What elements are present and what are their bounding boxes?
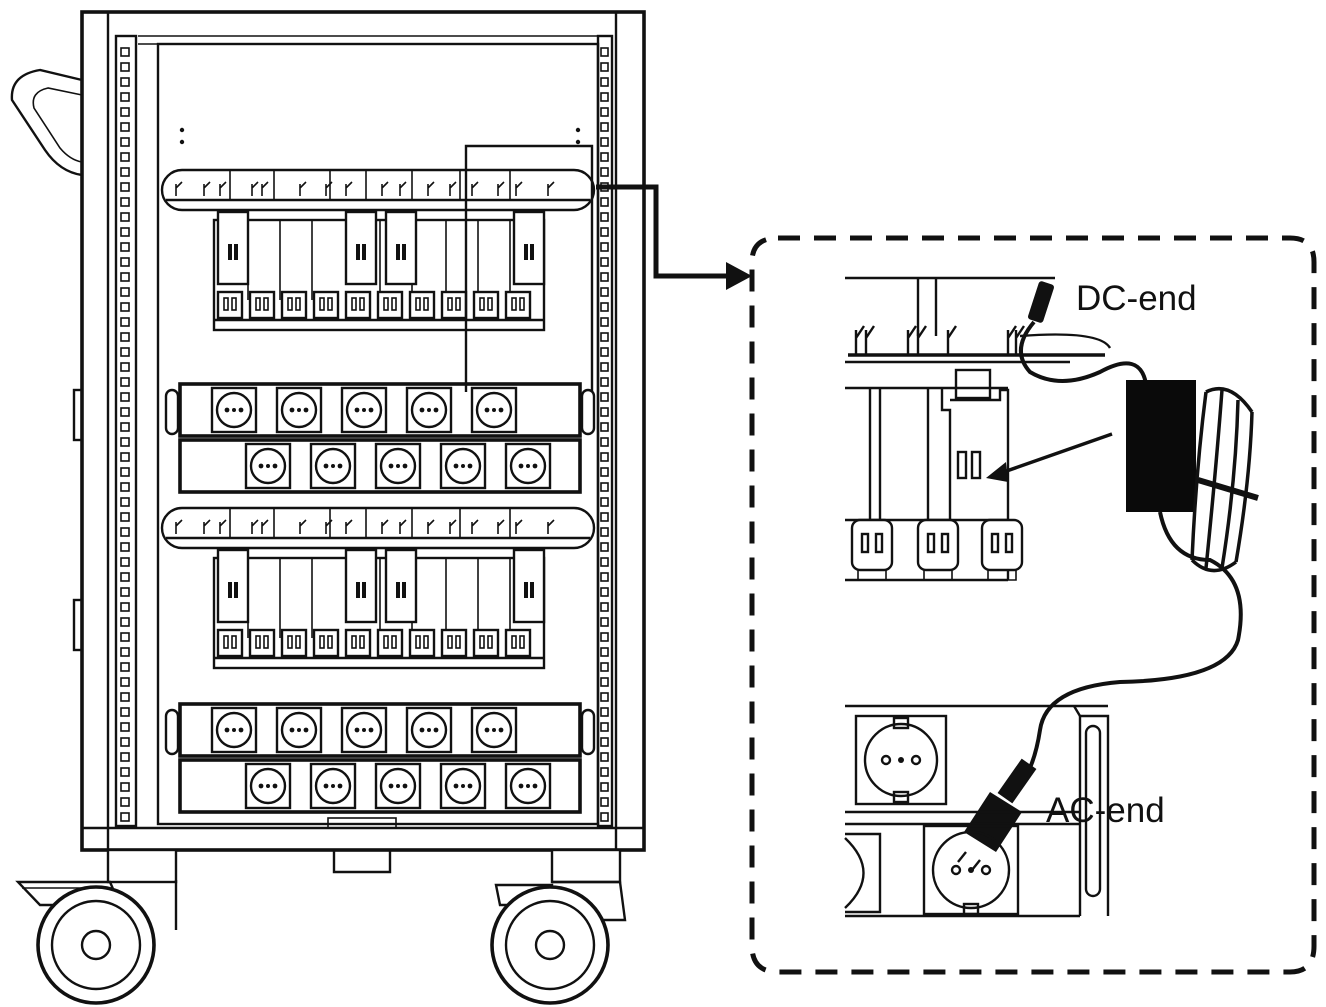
power-strip-upper-b xyxy=(178,438,582,494)
ac-end-label: AC-end xyxy=(1046,791,1165,830)
dc-plug xyxy=(1027,281,1055,323)
adapter-holder-row-middle xyxy=(212,548,546,670)
power-strip-upper-a xyxy=(164,382,596,438)
detail-adapter-holder xyxy=(845,276,1113,582)
charging-cart xyxy=(10,10,646,1005)
caster-right xyxy=(490,848,627,1005)
detail-socket-lower xyxy=(922,824,1020,916)
back-panel xyxy=(156,42,600,826)
detail-socket-upper xyxy=(854,714,948,806)
power-strip-lower-b xyxy=(178,758,582,814)
dc-cable xyxy=(1019,320,1148,385)
power-strip-lower-a xyxy=(164,702,596,758)
cart-handle xyxy=(10,68,83,177)
power-adapter xyxy=(957,281,1259,871)
dc-end-label: DC-end xyxy=(1076,279,1197,318)
cable-tray-top xyxy=(160,168,596,212)
ac-plug xyxy=(957,758,1037,871)
left-rail xyxy=(114,34,138,828)
detail-inset: DC-end AC-end xyxy=(749,235,1317,975)
caster-left xyxy=(15,848,178,1005)
coiled-cord xyxy=(1190,387,1259,573)
bottom-handle xyxy=(332,850,392,874)
detail-power-strip xyxy=(844,704,1110,918)
cable-tray-middle xyxy=(160,506,596,550)
adapter-brick xyxy=(1126,380,1196,512)
callout-arrow xyxy=(596,184,752,290)
detail-socket-lower-partial xyxy=(844,832,882,914)
detail-frame xyxy=(749,235,1317,975)
adapter-holder-row-top xyxy=(212,210,546,332)
